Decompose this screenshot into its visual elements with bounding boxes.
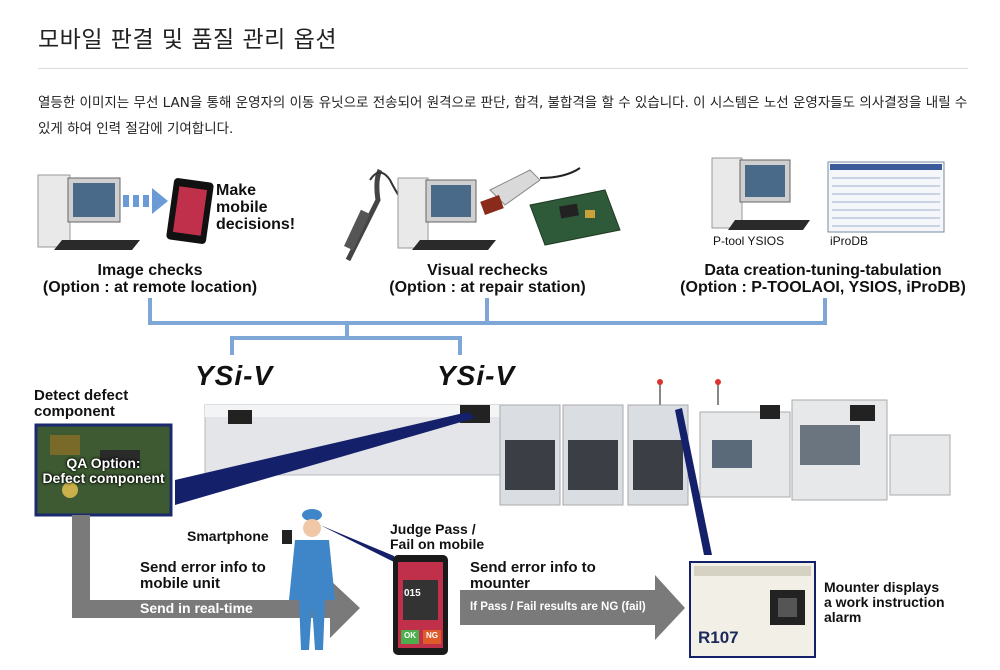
system-diagram: Make mobile decisions! Image checks (Opt… bbox=[0, 150, 1000, 670]
phone-number-label: 015 bbox=[404, 588, 421, 599]
qa-inset-image bbox=[34, 423, 173, 517]
mounter-displays-label: Mounter displays a work instruction alar… bbox=[824, 579, 945, 625]
computer-icon bbox=[37, 174, 140, 250]
qa-option-label: QA Option: Defect component bbox=[42, 455, 165, 486]
iprodb-label: iProDB bbox=[830, 234, 869, 248]
circuit-board-icon bbox=[529, 189, 621, 246]
ysi-v-label-right: YSi-V bbox=[437, 360, 516, 391]
inspection-beams bbox=[175, 408, 712, 562]
dotted-arrow bbox=[123, 188, 168, 214]
production-line-machines bbox=[204, 379, 951, 506]
make-mobile-decisions-label: Make mobile decisions! bbox=[216, 182, 296, 233]
phone-ng-button-label: NG bbox=[426, 631, 438, 640]
detect-defect-label: Detect defect component bbox=[34, 387, 129, 420]
visual-rechecks-label: Visual rechecks (Option : at repair stat… bbox=[389, 262, 586, 296]
computer-icon bbox=[711, 157, 810, 230]
page-description: 열등한 이미지는 무선 LAN을 통해 운영자의 이동 유닛으로 전송되어 원격… bbox=[38, 95, 968, 137]
iprodb-screenshot-icon bbox=[827, 161, 945, 233]
smartphone-label: Smartphone bbox=[187, 528, 269, 544]
tablet-icon bbox=[166, 178, 214, 244]
ptool-ysios-label: P-tool YSIOS bbox=[713, 234, 785, 248]
title-divider bbox=[38, 68, 968, 69]
image-checks-label: Image checks (Option : at remote locatio… bbox=[42, 262, 258, 296]
barcode-scanner-icon bbox=[480, 167, 581, 215]
send-to-mobile-label: Send error info to mobile unit bbox=[140, 559, 266, 592]
send-to-mounter-label: Send error info to mounter bbox=[470, 559, 596, 592]
diagram-graphics bbox=[34, 157, 951, 658]
flow-arrows bbox=[72, 515, 685, 640]
mounter-screen-image bbox=[689, 561, 816, 658]
ysi-v-label-left: YSi-V bbox=[195, 360, 274, 391]
judge-pass-fail-label: Judge Pass / Fail on mobile bbox=[390, 521, 485, 552]
phone-ok-button-label: OK bbox=[404, 631, 416, 640]
worker-figure bbox=[282, 509, 335, 650]
data-creation-label: Data creation-tuning-tabulation (Option … bbox=[680, 262, 966, 296]
mobile-phone-icon bbox=[393, 555, 448, 655]
send-realtime-label: Send in real-time bbox=[140, 600, 253, 616]
if-ng-label: If Pass / Fail results are NG (fail) bbox=[470, 601, 646, 613]
connector-lines bbox=[148, 298, 827, 355]
page-title: 모바일 판결 및 품질 관리 옵션 bbox=[38, 27, 337, 53]
r107-label: R107 bbox=[698, 628, 739, 647]
computer-icon bbox=[397, 177, 496, 250]
